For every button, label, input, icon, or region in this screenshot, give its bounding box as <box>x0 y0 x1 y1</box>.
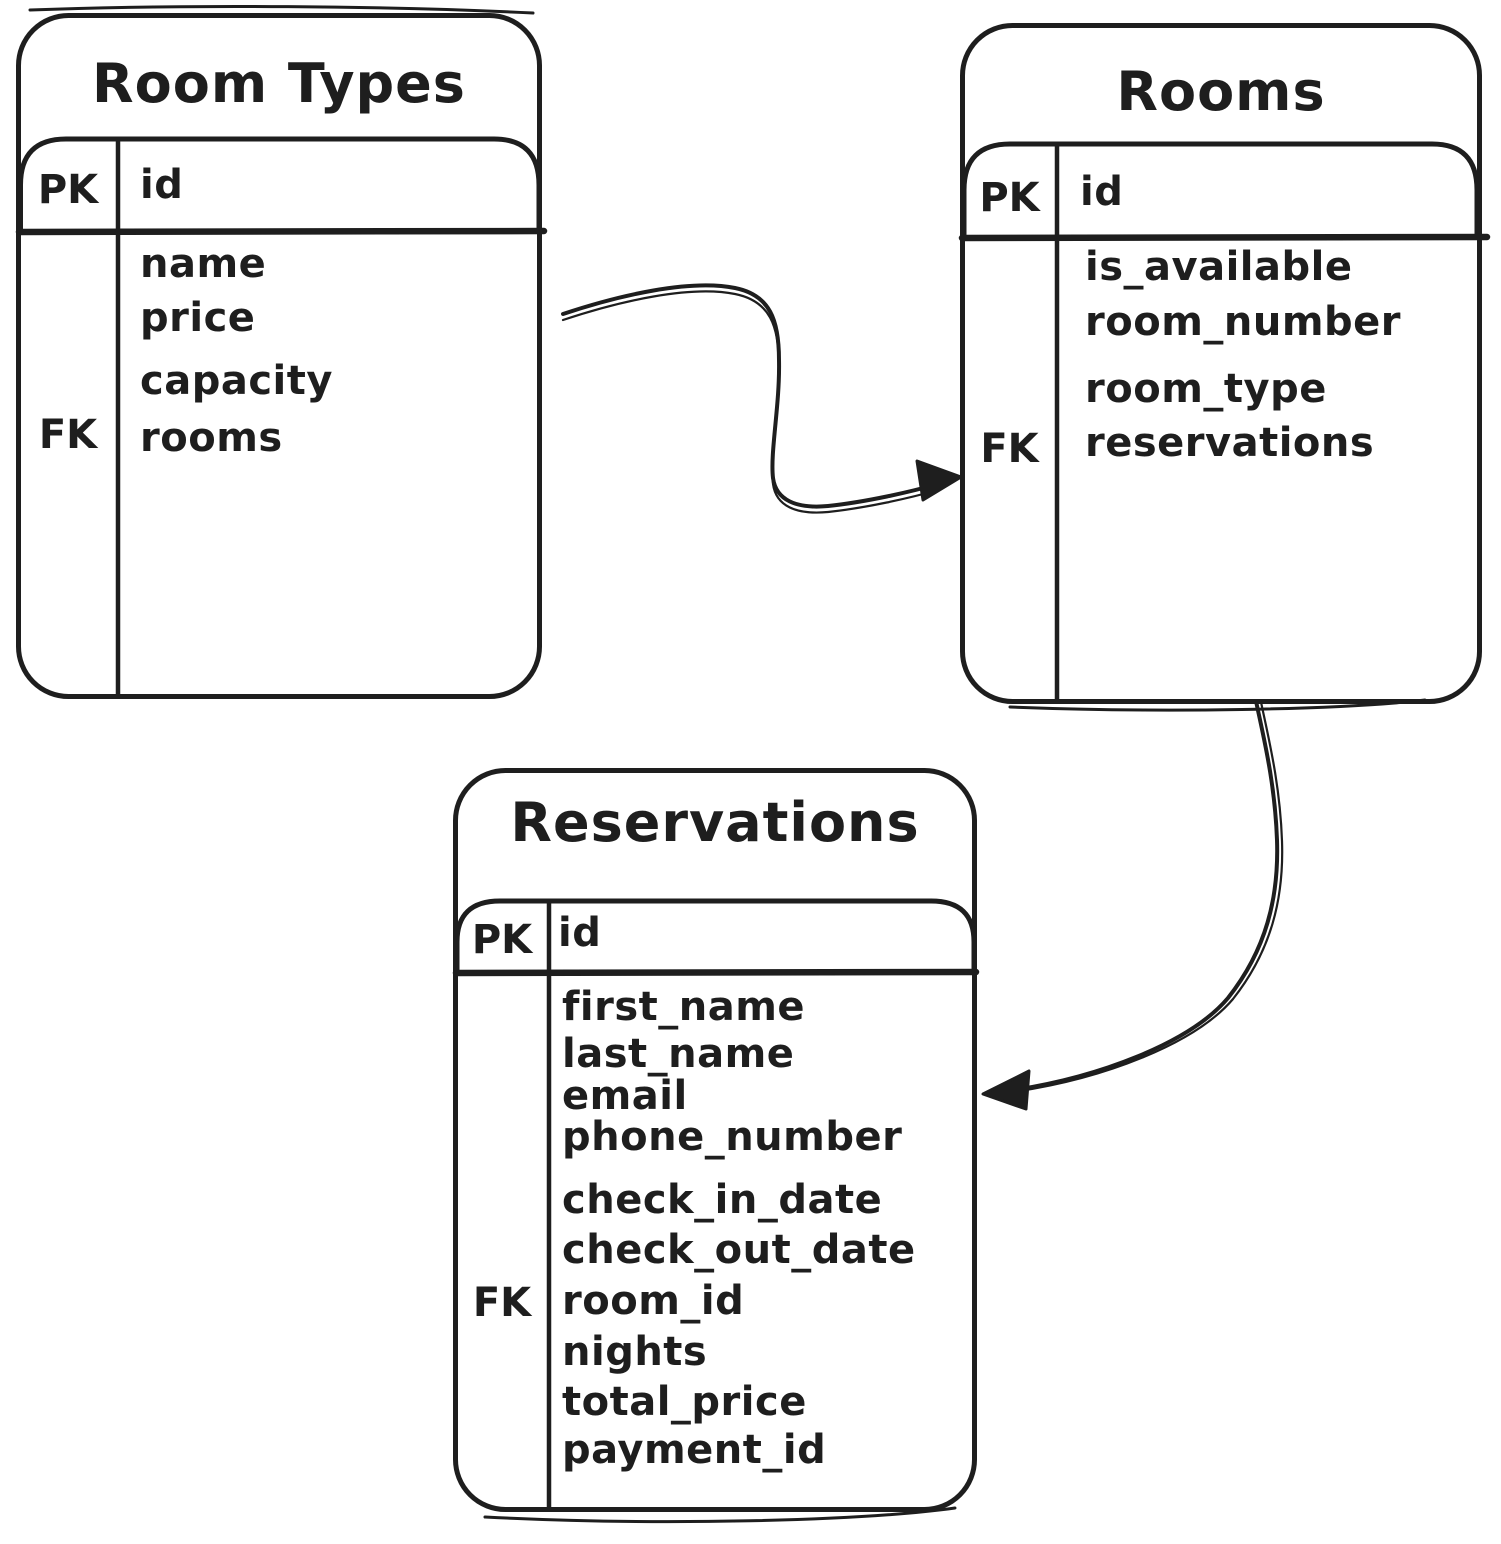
field-name: nights <box>562 1329 708 1375</box>
pk-label: PK <box>979 175 1040 221</box>
rooms-sketch-line <box>1008 698 1427 712</box>
rooms-header-divider <box>958 233 1491 242</box>
entity-title: Rooms <box>1116 60 1326 123</box>
entity-outline-room-types[interactable] <box>15 4 548 699</box>
field-name: rooms <box>140 415 283 461</box>
relationship-arrow-rooms-to-reservations[interactable] <box>981 699 1284 1111</box>
field-name: room_id <box>562 1278 745 1324</box>
room-types-header-divider <box>15 227 548 236</box>
field-name: total_price <box>562 1379 807 1425</box>
field-name: phone_number <box>562 1114 903 1160</box>
entity-title: Reservations <box>510 791 920 854</box>
pk-field: id <box>1080 169 1124 215</box>
arrow-line-sketch-double <box>561 290 940 514</box>
arrowhead-icon <box>915 459 963 502</box>
field-name: check_in_date <box>562 1177 883 1223</box>
arrow-line-sketch-double <box>1011 700 1284 1094</box>
reservations-sketch-line <box>483 1506 957 1524</box>
fk-label: FK <box>980 426 1039 472</box>
entity-room-types[interactable]: Room Types PK id name price capacity FK … <box>18 15 540 697</box>
room-types-sketch-line <box>28 4 535 15</box>
field-name: price <box>140 295 256 341</box>
arrow-line[interactable] <box>561 283 940 509</box>
field-name: check_out_date <box>562 1227 916 1273</box>
pk-label: PK <box>37 167 99 213</box>
reservations-box[interactable] <box>453 768 977 1512</box>
entity-reservations[interactable]: Reservations PK id first_name last_name … <box>455 770 975 1510</box>
room-types-header-box <box>18 136 542 234</box>
field-name: is_available <box>1085 244 1353 290</box>
rooms-box[interactable] <box>960 23 1482 704</box>
pk-label: PK <box>471 917 533 963</box>
fk-label: FK <box>472 1280 532 1326</box>
field-name: room_type <box>1085 366 1327 412</box>
entity-outline-reservations[interactable] <box>452 768 980 1524</box>
arrowhead-icon <box>981 1069 1031 1111</box>
reservations-header-divider <box>452 968 980 977</box>
relationship-arrow-room-types-to-rooms[interactable] <box>561 283 963 514</box>
field-name: room_number <box>1085 299 1401 345</box>
entity-title: Room Types <box>92 52 466 115</box>
pk-field: id <box>558 910 602 956</box>
field-name: name <box>140 241 267 287</box>
field-name: reservations <box>1085 420 1375 466</box>
entity-outline-rooms[interactable] <box>958 23 1491 712</box>
reservations-header-box <box>454 898 977 975</box>
arrow-line[interactable] <box>1006 699 1280 1093</box>
room-types-box[interactable] <box>16 13 542 699</box>
field-name: email <box>562 1073 688 1119</box>
field-name: payment_id <box>562 1427 827 1473</box>
fk-label: FK <box>38 412 98 458</box>
field-name: first_name <box>562 984 806 1030</box>
field-name: capacity <box>140 358 333 404</box>
rooms-header-box <box>961 141 1480 240</box>
pk-field: id <box>140 162 184 208</box>
field-name: last_name <box>562 1031 795 1077</box>
entity-rooms[interactable]: Rooms PK id is_available room_number roo… <box>962 25 1480 702</box>
